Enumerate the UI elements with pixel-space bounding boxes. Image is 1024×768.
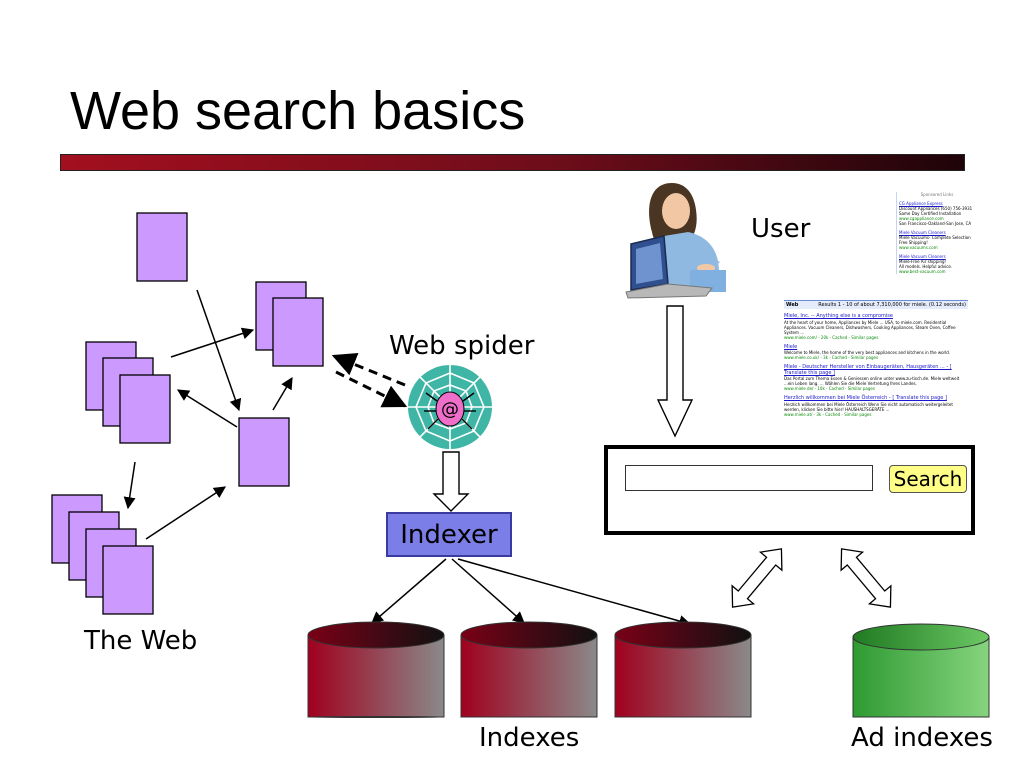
- ad-index-cylinder: [852, 623, 990, 718]
- index-arrow: [371, 558, 447, 624]
- serp-result-title[interactable]: Herzlich willkommen bei Miele Österreich…: [784, 395, 947, 402]
- web-page: [136, 212, 188, 282]
- svg-text:@: @: [441, 399, 459, 420]
- web-spider-label: Web spider: [389, 331, 535, 361]
- serp-header-right: Results 1 - 10 of about 7,310,000 for mi…: [818, 302, 966, 308]
- slide-title: Web search basics: [70, 81, 526, 141]
- user-to-search-arrow: [656, 305, 694, 438]
- serp-result: Miele - Deutscher Hersteller von Einbaug…: [784, 364, 968, 392]
- web-page: [119, 374, 171, 444]
- ad-url: www.vacuums.com: [899, 245, 938, 250]
- the-web-label: The Web: [84, 626, 198, 656]
- web-page: [272, 297, 324, 367]
- indexer-box: Indexer: [386, 512, 512, 557]
- serp-result: Miele, Inc. -- Anything else is a compro…: [784, 313, 968, 339]
- serp-header: Web Results 1 - 10 of about 7,310,000 fo…: [784, 300, 968, 310]
- ad-item: Miele Vacuum Cleaners Miele-Free Air shi…: [899, 254, 975, 274]
- serp-result: Miele Welcome to Miele, the home of the …: [784, 344, 968, 360]
- ad-line: Discount Appliances (650) 756-3931: [899, 206, 973, 211]
- web-pages: [51, 212, 324, 615]
- link-arrow: [145, 486, 227, 540]
- ad-line: Miele Vacuums- Complete Selection: [899, 235, 971, 240]
- link-arrow: [170, 327, 255, 358]
- search-results-thumbnail: Web Results 1 - 10 of about 7,310,000 fo…: [784, 300, 968, 417]
- user-at-computer-icon: [625, 183, 726, 299]
- crawl-arrow: [335, 370, 408, 408]
- serp-result-url: www.miele.at/ - 3k - Cached - Similar pa…: [784, 411, 872, 417]
- search-panel: Search: [604, 445, 975, 535]
- ad-url: www.cgappliance.com: [899, 216, 944, 221]
- spider-web-icon: @: [408, 365, 492, 449]
- indexes-label: Indexes: [479, 723, 580, 753]
- serp-result-snippet: At the heart of your home, Appliances by…: [784, 319, 956, 335]
- serp-result-title[interactable]: Miele - Deutscher Hersteller von Einbaug…: [784, 363, 952, 376]
- search-input[interactable]: [625, 465, 873, 491]
- search-button[interactable]: Search: [889, 465, 967, 493]
- ad-extra: San Francisco-Oakland-San Jose, CA: [899, 221, 972, 226]
- index-arrow: [451, 558, 525, 624]
- indexer-label: Indexer: [400, 519, 498, 550]
- ad-line: All models. Helpful advice.: [899, 264, 953, 269]
- link-arrow: [176, 389, 238, 428]
- serp-result-snippet: Herzlich willkommen bei Miele Österreich…: [784, 401, 953, 412]
- user-label: User: [751, 214, 811, 244]
- ad-title[interactable]: Miele Vacuum Cleaners: [899, 230, 946, 235]
- serp-result-snippet: Welcome to Miele, the home of the very b…: [784, 349, 951, 355]
- index-arrow: [457, 558, 692, 627]
- spider-to-indexer-arrow: [432, 451, 470, 512]
- serp-result-snippet: Das Portal zum Thema Essen & Geniessen o…: [784, 376, 960, 387]
- web-link-arrows: [123, 289, 293, 540]
- link-arrow: [272, 376, 293, 411]
- web-page: [238, 417, 290, 487]
- spider-crawl-arrows: [331, 353, 408, 408]
- serp-result-title[interactable]: Miele: [784, 343, 798, 350]
- ad-title[interactable]: Miele Vacuum Cleaners: [899, 254, 946, 259]
- ad-indexes-label: Ad indexes: [851, 723, 993, 753]
- indexer-to-index-arrows: [371, 558, 692, 627]
- link-arrow: [123, 461, 136, 510]
- index-cylinder: [307, 621, 445, 718]
- serp-result-url: www.miele.de/ - 10k - Cached - Similar p…: [784, 386, 875, 392]
- ad-line: Miele-Free Air shipping!: [899, 259, 947, 264]
- ad-item: Miele Vacuum Cleaners Miele Vacuums- Com…: [899, 230, 975, 250]
- sponsored-links-thumbnail: Sponsored Links CG Appliance Express Dis…: [896, 192, 975, 274]
- web-page: [102, 545, 154, 615]
- link-arrow: [196, 289, 242, 412]
- search-to-ad-index-double-arrow: [840, 548, 892, 608]
- serp-header-left: Web: [786, 302, 799, 308]
- serp-result-url: www.miele.co.uk/ - 3k - Cached - Similar…: [784, 354, 879, 360]
- serp-result-title[interactable]: Miele, Inc. -- Anything else is a compro…: [784, 313, 893, 320]
- serp-result-url: www.miele.com/ - 20k - Cached - Similar …: [784, 334, 879, 340]
- index-cylinder: [614, 621, 752, 718]
- search-to-index-double-arrow: [731, 548, 783, 608]
- index-cylinder: [460, 621, 598, 718]
- ad-item: CG Appliance Express Discount Appliances…: [899, 201, 975, 226]
- ad-line: Free Shipping!: [899, 240, 928, 245]
- crawl-arrow: [331, 353, 406, 387]
- ad-title[interactable]: CG Appliance Express: [899, 201, 943, 206]
- serp-result: Herzlich willkommen bei Miele Österreich…: [784, 395, 968, 416]
- title-underline-bar: [60, 154, 965, 171]
- ad-line: Same Day Certified Installation: [899, 211, 962, 216]
- sponsored-links-header: Sponsored Links: [920, 192, 954, 197]
- ad-url: www.best-vacuum.com: [899, 269, 946, 274]
